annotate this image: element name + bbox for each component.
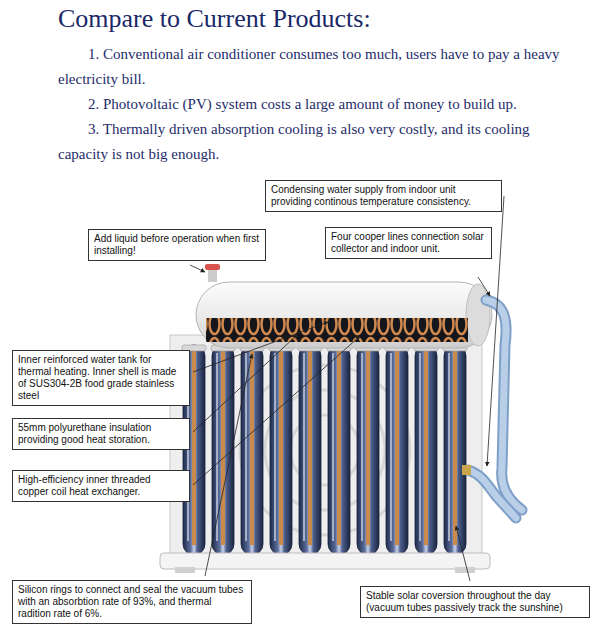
numbered-note: 1. Conventional air conditioner consumes… xyxy=(58,42,566,92)
insulated-pipe xyxy=(468,470,516,518)
callout-text: Stable solar coversion throughout the da… xyxy=(366,590,584,614)
fan-grill-ring xyxy=(240,365,410,535)
foot xyxy=(455,567,475,573)
fill-valve xyxy=(205,264,220,270)
vacuum-tubes xyxy=(182,345,467,555)
callout-text: Condensing water supply from indoor unit… xyxy=(271,184,496,208)
callout-text: Add liquid before operation when first i… xyxy=(94,233,260,257)
vacuum-tube xyxy=(356,345,380,555)
callout-box: High-efficiency inner threaded copper co… xyxy=(12,470,190,502)
callout-text: Inner reinforced water tank for thermal … xyxy=(18,354,184,402)
page-title: Compare to Current Products: xyxy=(58,4,371,34)
callout-box: Stable solar coversion throughout the da… xyxy=(360,586,590,618)
numbered-note: 2. Photovoltaic (PV) system costs a larg… xyxy=(58,92,566,117)
callout-box: Silicon rings to connect and seal the va… xyxy=(12,580,252,624)
tank-end-cap xyxy=(466,284,490,346)
tank-window xyxy=(206,318,468,342)
numbered-note: 3. Thermally driven absorption cooling i… xyxy=(58,117,566,167)
vacuum-tube xyxy=(327,345,351,555)
callout-text: 55mm polyurethane insulation providing g… xyxy=(18,422,184,446)
vacuum-tube xyxy=(385,345,409,555)
vacuum-tube xyxy=(269,345,293,555)
foot xyxy=(175,567,195,573)
insulated-pipe xyxy=(486,300,522,510)
leader-line xyxy=(205,354,252,576)
insulated-pipe xyxy=(486,300,522,510)
leader-line xyxy=(190,265,205,272)
vacuum-tube xyxy=(414,345,438,555)
copper-coil xyxy=(206,318,468,342)
vacuum-tube xyxy=(298,345,322,555)
leader-line xyxy=(456,526,470,581)
brass-fitting xyxy=(462,465,471,475)
leader-line xyxy=(478,277,490,296)
fan-grill xyxy=(240,365,410,535)
callout-box: Four cooper lines connection solar colle… xyxy=(325,227,492,259)
insulated-pipe xyxy=(468,470,516,518)
leader-line xyxy=(193,322,328,372)
water-tank xyxy=(196,282,492,348)
callout-text: Silicon rings to connect and seal the va… xyxy=(18,584,246,620)
callout-text: High-efficiency inner threaded copper co… xyxy=(18,474,184,498)
callout-box: Add liquid before operation when first i… xyxy=(88,229,266,261)
callout-box: Inner reinforced water tank for thermal … xyxy=(12,350,190,406)
leader-line xyxy=(193,336,360,485)
callout-box: Condensing water supply from indoor unit… xyxy=(265,180,502,212)
notes-block: 1. Conventional air conditioner consumes… xyxy=(58,42,566,167)
outdoor-unit xyxy=(170,335,482,557)
callout-text: Four cooper lines connection solar colle… xyxy=(331,231,486,255)
vacuum-tube xyxy=(443,345,467,555)
valve-neck xyxy=(208,268,217,282)
callout-box: 55mm polyurethane insulation providing g… xyxy=(12,418,190,450)
